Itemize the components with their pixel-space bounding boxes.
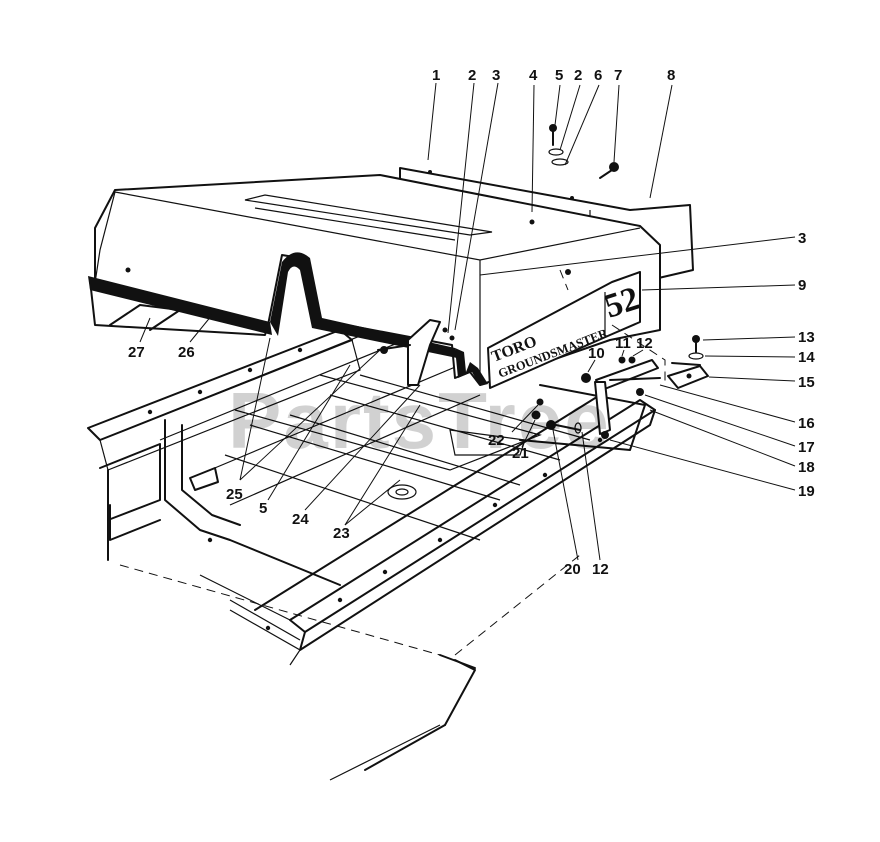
callout-4: 4 bbox=[529, 67, 538, 84]
watermark-text: PartsTree bbox=[228, 376, 611, 465]
callout-12: 12 bbox=[636, 335, 653, 352]
callout-10: 10 bbox=[588, 345, 605, 362]
callout-1: 1 bbox=[432, 67, 440, 84]
callout-15: 15 bbox=[798, 374, 815, 391]
callout-11: 11 bbox=[615, 335, 631, 352]
callout-27: 27 bbox=[128, 344, 145, 361]
callout-22: 22 bbox=[488, 432, 505, 449]
callout-8: 8 bbox=[667, 67, 675, 84]
leader-lines bbox=[139, 82, 796, 561]
callout-13: 13 bbox=[798, 329, 815, 346]
callout-12: 12 bbox=[592, 561, 609, 578]
callout-21: 21 bbox=[512, 445, 529, 462]
callout-2: 2 bbox=[468, 67, 476, 84]
callout-20: 20 bbox=[564, 561, 581, 578]
callout-24: 24 bbox=[292, 511, 309, 528]
callout-25: 25 bbox=[226, 486, 243, 503]
callout-7: 7 bbox=[614, 67, 622, 84]
callout-9: 9 bbox=[798, 277, 806, 294]
rail-bolt-holes bbox=[147, 347, 603, 631]
callout-17: 17 bbox=[798, 439, 815, 456]
callout-14: 14 bbox=[798, 349, 815, 366]
callout-6: 6 bbox=[594, 67, 602, 84]
callout-16: 16 bbox=[798, 415, 815, 432]
callout-5: 5 bbox=[259, 500, 267, 517]
frame-assembly bbox=[87, 319, 656, 781]
callout-2: 2 bbox=[574, 67, 582, 84]
callout-labels: 1 2 3 4 5 2 6 7 8 3 9 13 14 15 16 17 18 … bbox=[128, 67, 815, 578]
callout-3: 3 bbox=[798, 230, 806, 247]
callout-3: 3 bbox=[492, 67, 500, 84]
callout-19: 19 bbox=[798, 483, 815, 500]
hardware bbox=[531, 124, 709, 439]
hood-assembly: TORO GROUNDSMASTER 52 bbox=[88, 167, 694, 389]
callout-26: 26 bbox=[178, 344, 195, 361]
callout-18: 18 bbox=[798, 459, 815, 476]
callout-23: 23 bbox=[333, 525, 350, 542]
callout-5: 5 bbox=[555, 67, 563, 84]
